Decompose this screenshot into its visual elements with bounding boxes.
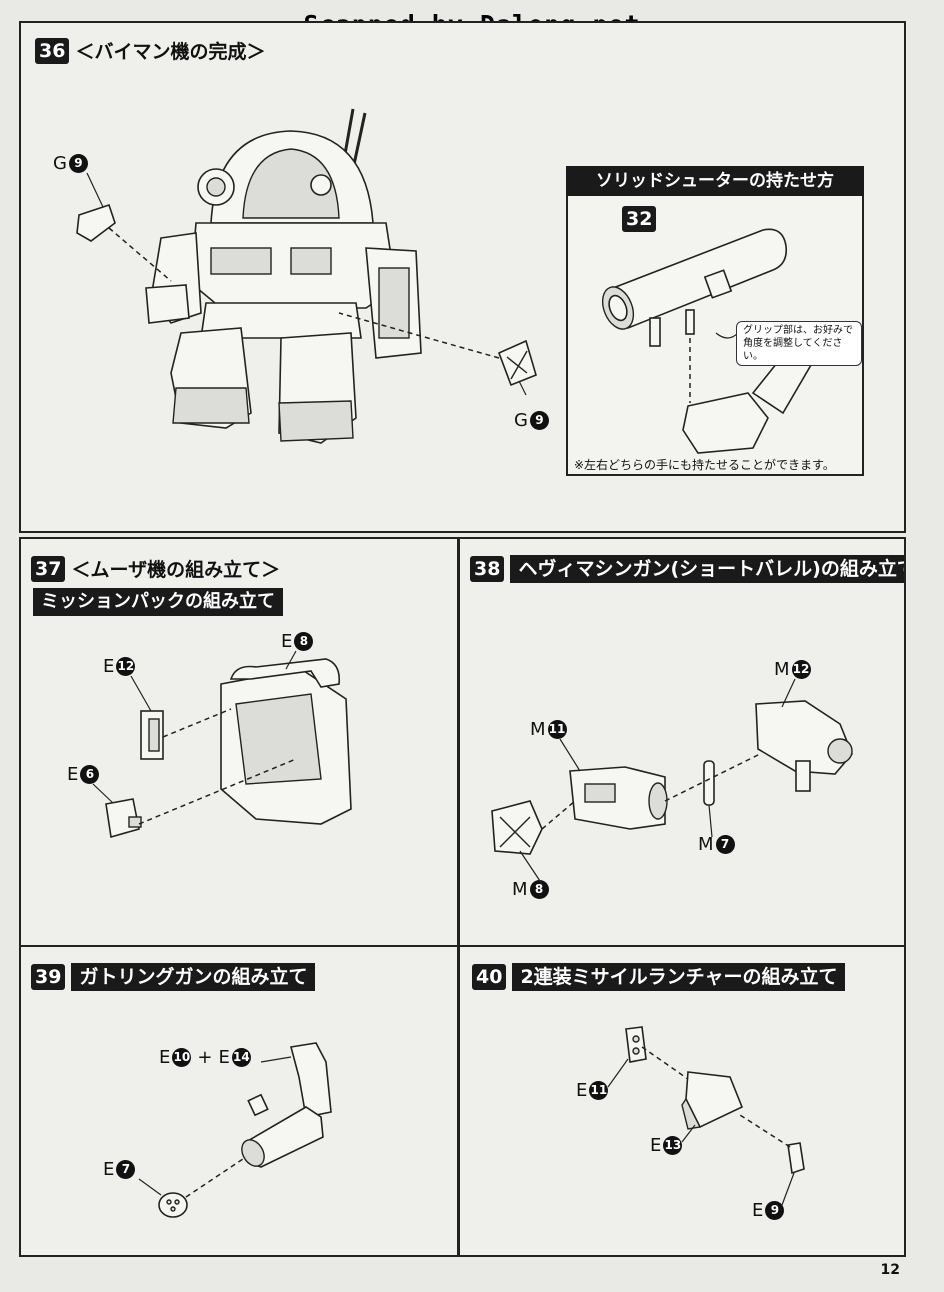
part-letter: E: [576, 1080, 588, 1101]
part-label-e6: E 6: [67, 764, 100, 785]
part-letter: G: [53, 153, 67, 174]
page-number: 12: [880, 1262, 900, 1278]
panel-step-40: 40 2連装ミサイルランチャーの組み立て E 11 E 13 E 9: [458, 945, 906, 1257]
panel-step-39: 39 ガトリングガンの組み立て E 10 + E 14 E 7: [19, 945, 459, 1257]
part-letter: M: [512, 879, 528, 900]
part-label-e11: E 11: [576, 1080, 609, 1101]
gatling-gun-illustration: [138, 1042, 332, 1218]
robot-illustration: [76, 108, 537, 444]
inset-footnote: ※左右どちらの手にも持たせることができます。: [574, 458, 835, 472]
step-number: 40: [472, 964, 507, 990]
part-number-badge: 9: [765, 1201, 785, 1220]
step-38-header: 38 ヘヴィマシンガン(ショートバレル)の組み立て: [470, 555, 904, 583]
part-letter: E: [218, 1047, 230, 1068]
step-title: 2連装ミサイルランチャーの組み立て: [512, 963, 846, 991]
part-label-m11: M 11: [530, 719, 567, 740]
panel-step-38: 38 ヘヴィマシンガン(ショートバレル)の組み立て M 12 M 11 M 7 …: [458, 537, 906, 947]
step-number: 32: [622, 206, 657, 232]
step-37-header: 37 ＜ムーザ機の組み立て＞: [31, 555, 280, 582]
part-number-badge: 11: [547, 720, 567, 739]
part-label-m7: M 7: [698, 834, 735, 855]
part-letter: M: [698, 834, 714, 855]
part-letter: E: [281, 631, 293, 652]
part-label-e7: E 7: [103, 1159, 136, 1180]
part-label-g9-left: G 9: [53, 153, 88, 174]
part-number-badge: 10: [172, 1048, 192, 1067]
part-letter: E: [752, 1200, 764, 1221]
step-40-header: 40 2連装ミサイルランチャーの組み立て: [472, 963, 846, 991]
part-label-m12: M 12: [774, 659, 811, 680]
part-letter: E: [650, 1135, 662, 1156]
part-label-m8: M 8: [512, 879, 549, 900]
part-label-e8: E 8: [281, 631, 314, 652]
part-label-e13: E 13: [650, 1135, 683, 1156]
part-label-e10-e14: E 10 + E 14: [159, 1047, 251, 1068]
heavy-machinegun-illustration: [491, 678, 853, 885]
part-letter: E: [103, 656, 115, 677]
part-letter: M: [774, 659, 790, 680]
inset-step-ref: 32: [622, 206, 657, 232]
step-39-header: 39 ガトリングガンの組み立て: [31, 963, 316, 991]
part-label-e9: E 9: [752, 1200, 785, 1221]
part-number-badge: 8: [294, 632, 314, 651]
grip-angle-note: グリップ部は、お好みで 角度を調整してください。: [736, 321, 862, 366]
part-number-badge: 8: [529, 880, 549, 899]
part-number-badge: 9: [68, 154, 88, 173]
solid-shooter-inset: ソリッドシューターの持たせ方 32 グリップ部は、お好みで 角度を調整してくださ…: [566, 166, 864, 476]
mission-pack-illustration: [92, 650, 352, 839]
part-letter: E: [67, 764, 79, 785]
part-label-e12: E 12: [103, 656, 136, 677]
part-number-badge: 11: [589, 1081, 609, 1100]
inset-title: ソリッドシューターの持たせ方: [566, 166, 864, 196]
part-letter: E: [103, 1159, 115, 1180]
panel-step-37: 37 ＜ムーザ機の組み立て＞ ミッションパックの組み立て E 8 E 12 E …: [19, 537, 459, 947]
part-number-badge: 7: [116, 1160, 136, 1179]
step-title: ＜バイマン機の完成＞: [75, 41, 266, 63]
solid-shooter-illustration: [601, 228, 820, 454]
missile-launcher-illustration: [607, 1026, 805, 1206]
part-letter: M: [530, 719, 546, 740]
part-number-badge: 6: [80, 765, 100, 784]
part-number-badge: 14: [231, 1048, 251, 1067]
step-number: 37: [31, 555, 66, 582]
part-label-g9-right: G 9: [514, 410, 549, 431]
sub-title: ミッションパックの組み立て: [33, 588, 283, 616]
part-number-badge: 9: [529, 411, 549, 430]
step-number: 38: [470, 556, 505, 582]
plus-sign: +: [197, 1047, 213, 1068]
step-number: 36: [35, 37, 70, 64]
step-title: ガトリングガンの組み立て: [71, 963, 316, 991]
part-letter: G: [514, 410, 528, 431]
step-title: ヘヴィマシンガン(ショートバレル)の組み立て: [510, 555, 904, 583]
part-number-badge: 7: [715, 835, 735, 854]
step-number: 39: [31, 964, 66, 990]
part-number-badge: 13: [663, 1136, 683, 1155]
part-letter: E: [159, 1047, 171, 1068]
step-title: ＜ムーザ機の組み立て＞: [71, 559, 281, 581]
part-number-badge: 12: [116, 657, 136, 676]
part-number-badge: 12: [791, 660, 811, 679]
panel-step-36: 36 ＜バイマン機の完成＞ G 9 G 9: [19, 21, 906, 533]
step-36-header: 36 ＜バイマン機の完成＞: [35, 37, 265, 64]
